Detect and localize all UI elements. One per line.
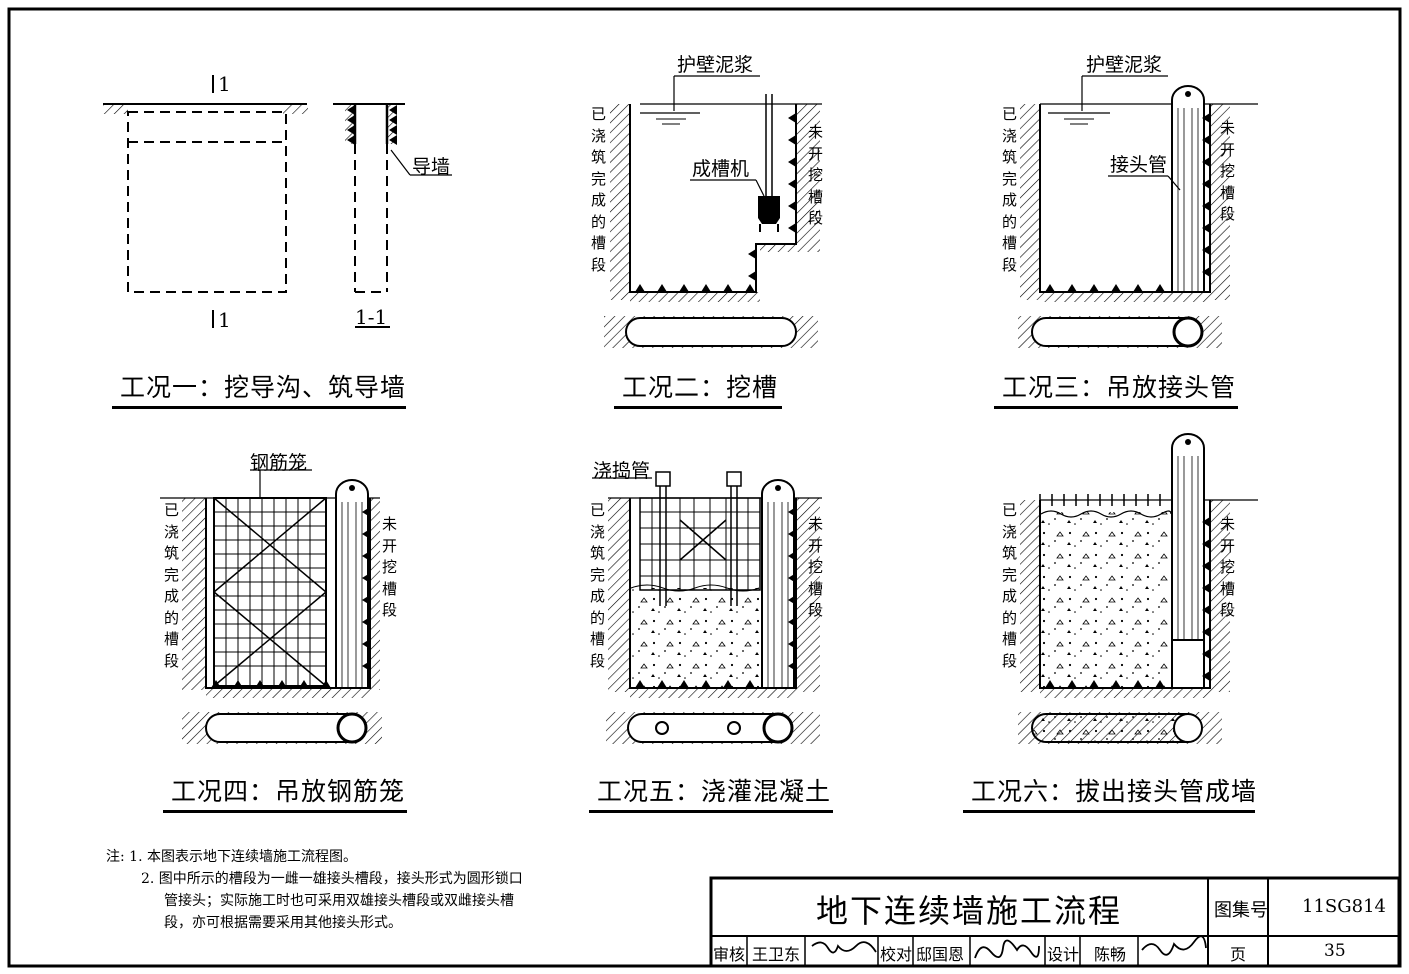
reviewer-name: 王卫东 (752, 945, 801, 964)
slurry-label-3: 护壁泥浆 (1086, 54, 1163, 76)
stage-4-section (160, 469, 382, 744)
checker-label: 校对 (880, 945, 913, 964)
sheet-border (7, 7, 1402, 968)
note-2-line-3: 段，亦可根据需要采用其他接头形式。 (164, 915, 402, 931)
tremie-label: 浇捣管 (593, 460, 651, 482)
stage-6-title: 工况六：拔出接头管成墙 (971, 777, 1258, 806)
designer-name: 陈畅 (1094, 945, 1127, 964)
completed-panel-label-6: 已浇筑完成的槽段 (1002, 501, 1018, 670)
atlas-label: 图集号 (1214, 900, 1268, 921)
page-label: 页 (1230, 945, 1247, 964)
stage-4-underline (163, 810, 407, 813)
stage-1-plan (103, 75, 308, 328)
completed-panel-label-5: 已浇筑完成的槽段 (590, 501, 606, 670)
unexcavated-label-5: 未开挖槽段 (808, 515, 824, 619)
guide-wall-label: 导墙 (412, 156, 451, 178)
unexcavated-label-2: 未开挖槽段 (808, 123, 824, 227)
completed-panel-label-2: 已浇筑完成的槽段 (591, 105, 607, 274)
stage-2-title: 工况二：挖槽 (622, 373, 779, 402)
note-2-line-1: 2. 图中所示的槽段为一雌一雄接头槽段，接头形式为圆形锁口 (141, 871, 523, 887)
section-mark-bottom: 1 (218, 308, 231, 332)
completed-panel-label-3: 已浇筑完成的槽段 (1002, 105, 1018, 274)
drawing-title: 地下连续墙施工流程 (816, 892, 1123, 930)
slurry-label-2: 护壁泥浆 (677, 54, 754, 76)
stage-1-section (333, 103, 452, 328)
atlas-number: 11SG814 (1302, 896, 1386, 917)
completed-panel-label-4: 已浇筑完成的槽段 (164, 501, 180, 670)
notes: 注: 1. 本图表示地下连续墙施工流程图。 2. 图中所示的槽段为一雌一雄接头槽… (106, 846, 523, 934)
signatures (811, 935, 1207, 959)
unexcavated-label-4: 未开挖槽段 (382, 515, 398, 619)
stage-3-section (1018, 75, 1258, 348)
stage-2-section (604, 75, 822, 348)
stage-3-title: 工况三：吊放接头管 (1002, 373, 1237, 402)
unexcavated-label-3: 未开挖槽段 (1220, 119, 1236, 223)
note-2-line-2: 管接头；实际施工时也可采用双雄接头槽段或双雌接头槽 (164, 893, 514, 909)
cage-label: 钢筋笼 (250, 452, 308, 474)
page-number: 35 (1324, 941, 1346, 961)
stage-5-title: 工况五：浇灌混凝土 (597, 777, 832, 806)
stage-2-underline (614, 406, 782, 409)
note-1: 1. 本图表示地下连续墙施工流程图。 (129, 849, 357, 865)
joint-pipe-label: 接头管 (1110, 154, 1168, 176)
stage-3-underline (994, 406, 1238, 409)
reviewer-label: 审核 (713, 945, 746, 964)
section-label: 1-1 (355, 305, 388, 329)
stage-6-underline (963, 810, 1255, 813)
stage-6-section (1018, 433, 1258, 744)
title-block-frame (709, 876, 1401, 968)
stage-4-title: 工况四：吊放钢筋笼 (171, 777, 406, 806)
stage-5-section (592, 471, 822, 744)
stage-1-title: 工况一：挖导沟、筑导墙 (120, 373, 407, 402)
section-mark-top: 1 (218, 72, 231, 96)
unexcavated-label-6: 未开挖槽段 (1220, 515, 1236, 619)
machine-label: 成槽机 (692, 158, 750, 180)
notes-prefix: 注: (106, 849, 125, 865)
stage-1-underline (112, 406, 406, 409)
designer-label: 设计 (1047, 945, 1080, 964)
checker-name: 邸国恩 (916, 945, 965, 964)
stage-5-underline (589, 810, 833, 813)
soil-marks (211, 105, 1210, 688)
